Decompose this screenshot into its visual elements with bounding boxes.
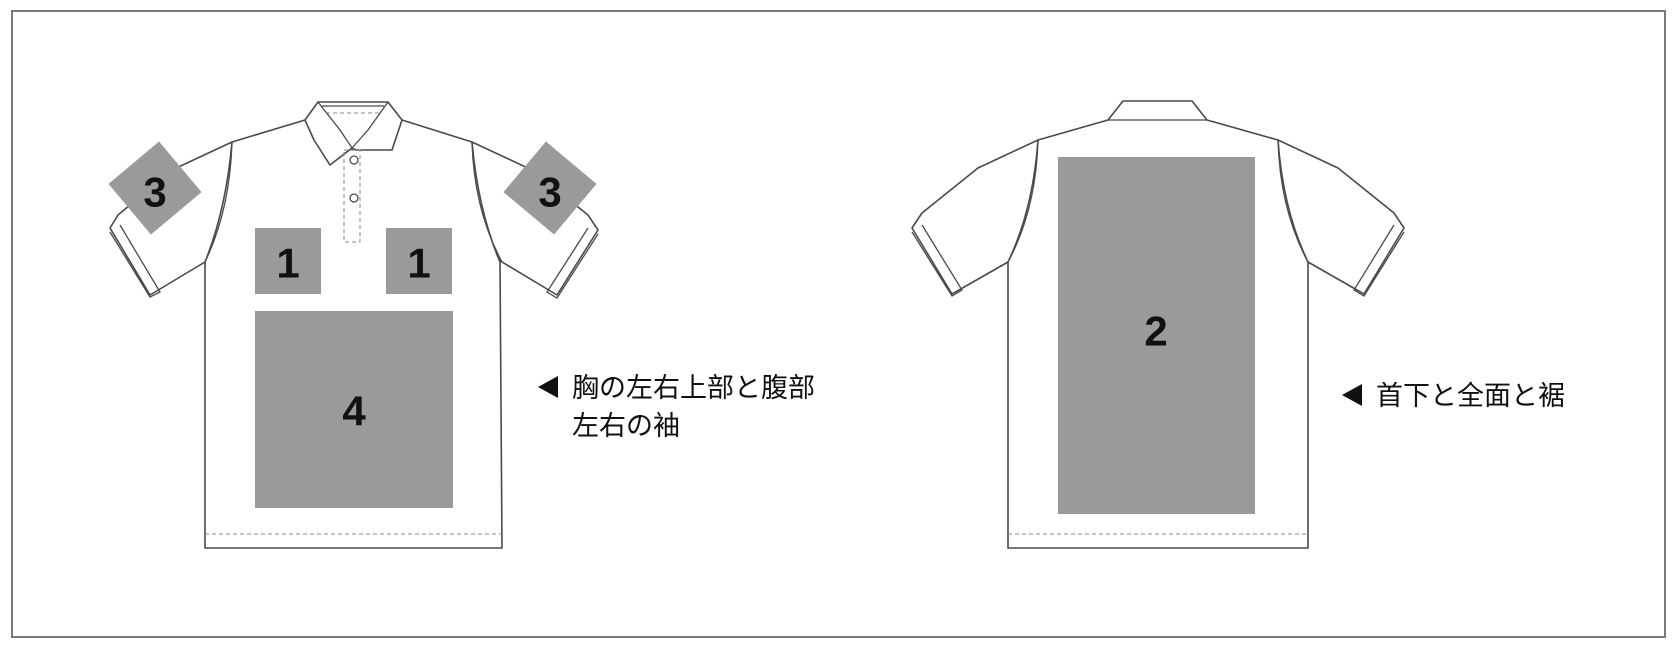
left-pointer-icon	[538, 375, 558, 398]
print-area-back: 2	[1058, 157, 1255, 514]
left-pointer-icon	[1342, 383, 1362, 406]
zone-label-belly: 4	[342, 388, 366, 435]
front-caption: 胸の左右上部と腹部 左右の袖	[538, 370, 815, 446]
front-caption-line2: 左右の袖	[572, 411, 680, 442]
print-area-sleeve-left: 3	[108, 141, 202, 235]
back-caption-line1: 首下と全面と裾	[1376, 381, 1565, 412]
front-caption-line1: 胸の左右上部と腹部	[572, 373, 815, 404]
zone-label-back: 2	[1144, 308, 1167, 355]
back-caption: 首下と全面と裾	[1342, 378, 1565, 416]
zone-label-sleeve-left: 3	[143, 169, 166, 216]
zone-label-chest-left: 1	[276, 240, 299, 287]
zone-label-chest-right: 1	[407, 240, 430, 287]
print-area-belly: 4	[255, 311, 453, 508]
print-area-chest-right: 1	[386, 228, 452, 294]
print-area-chest-left: 1	[255, 228, 321, 294]
front-collar	[304, 101, 403, 166]
zone-label-sleeve-right: 3	[538, 169, 561, 216]
front-placket	[343, 149, 361, 243]
print-area-sleeve-right: 3	[503, 141, 597, 235]
